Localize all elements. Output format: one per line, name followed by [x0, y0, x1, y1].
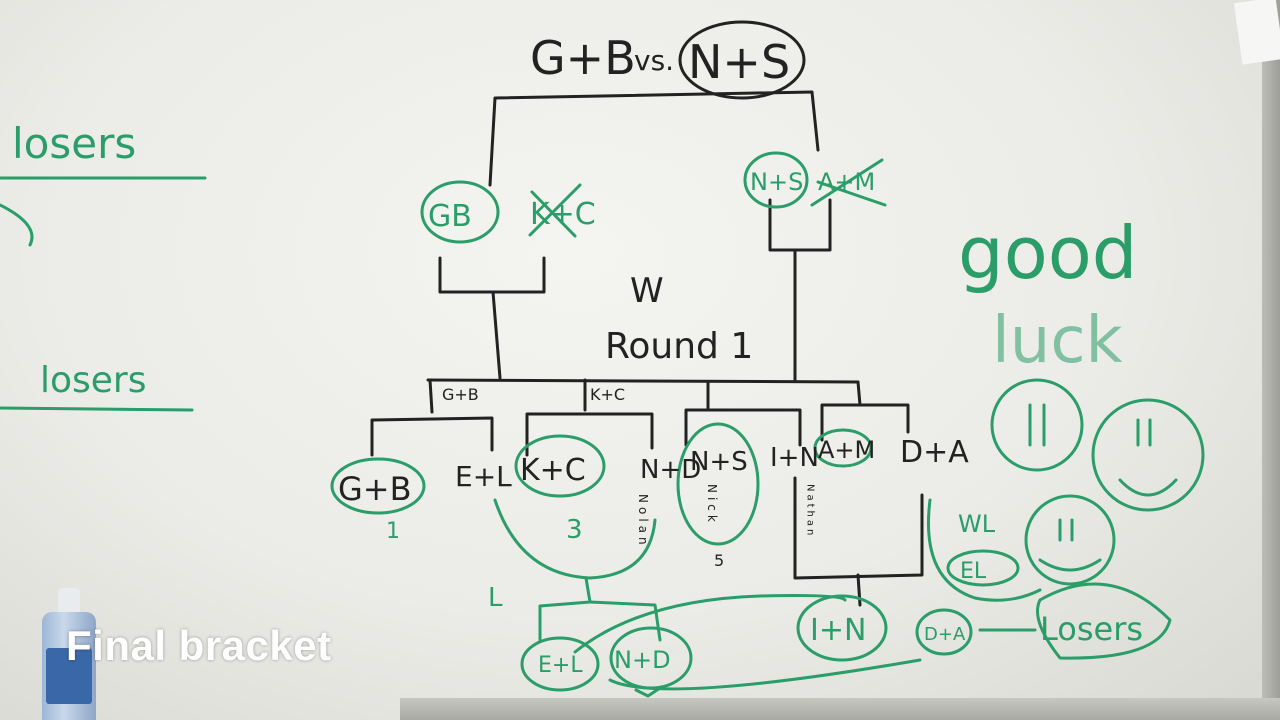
- legend-el: EL: [960, 559, 987, 584]
- round-label-round1: Round 1: [605, 326, 753, 367]
- team-da: D+A: [900, 435, 969, 470]
- title-right-circle: [678, 20, 806, 100]
- spray-bottle-label: [46, 648, 92, 704]
- title-vs: vs.: [634, 44, 674, 77]
- final-left-crossed: K+C: [530, 197, 596, 232]
- vertical-name-nathan: Nathan: [805, 484, 816, 538]
- smiley-face-2: [1091, 398, 1205, 512]
- smiley-face-1: [990, 378, 1084, 472]
- losers-nd: N+D: [614, 646, 671, 674]
- title-right: N+S: [688, 35, 790, 89]
- team-kc: K+C: [520, 453, 586, 488]
- round-label-w: W: [630, 271, 664, 311]
- losers-in: I+N: [810, 613, 866, 648]
- team-am: A+M: [818, 436, 875, 464]
- final-right-crossed: A+M: [818, 168, 875, 196]
- cross-out-marks: [528, 158, 887, 238]
- video-caption: Final bracket: [66, 622, 332, 669]
- marker-tray: [400, 698, 1280, 720]
- title-left: G+B: [530, 31, 636, 85]
- circle-legend-el: [946, 549, 1020, 587]
- circle-gb-round1: [330, 457, 426, 515]
- losers-note-1: losers: [12, 119, 136, 168]
- black-bracket-lines: [370, 90, 924, 607]
- losers-da: D+A: [924, 624, 966, 645]
- vertical-name-nick: Nick: [705, 484, 719, 526]
- circle-ns-round1: [676, 422, 760, 546]
- circle-in: [796, 594, 888, 662]
- circle-ns: [743, 151, 809, 209]
- circle-kc: [514, 434, 606, 498]
- final-right-winner: N+S: [750, 168, 803, 196]
- losers-note-2: losers: [40, 360, 147, 401]
- message-luck: luck: [992, 304, 1123, 378]
- seed-3: 3: [566, 515, 583, 545]
- team-ns: N+S: [690, 447, 748, 477]
- seed-5: 5: [714, 551, 724, 570]
- message-good: good: [958, 211, 1138, 295]
- green-marker-lines: [0, 151, 1205, 698]
- vertical-name-nolan: Nolan: [636, 494, 650, 549]
- team-nd: N+D: [640, 455, 701, 485]
- spray-bottle-cap: [58, 588, 80, 614]
- final-left-winner: GB: [428, 199, 472, 234]
- seed-1: 1: [386, 519, 400, 544]
- circle-gb: [420, 180, 500, 244]
- team-in: I+N: [770, 443, 819, 473]
- circle-am: [813, 428, 873, 468]
- legend-wl: WL: [958, 510, 996, 538]
- losers-label: Losers: [1040, 610, 1143, 648]
- circle-da: [915, 608, 973, 656]
- whiteboard-frame: [1262, 0, 1280, 720]
- smiley-face-3: [1024, 494, 1116, 586]
- semi-label-gb: G+B: [442, 385, 479, 404]
- losers-l: L: [488, 583, 503, 613]
- team-gb: G+B: [338, 470, 412, 508]
- semi-label-kc: K+C: [590, 385, 625, 404]
- spray-bottle: [40, 588, 98, 720]
- team-el: E+L: [455, 460, 512, 493]
- losers-el: E+L: [538, 653, 583, 678]
- circle-el: [520, 636, 600, 692]
